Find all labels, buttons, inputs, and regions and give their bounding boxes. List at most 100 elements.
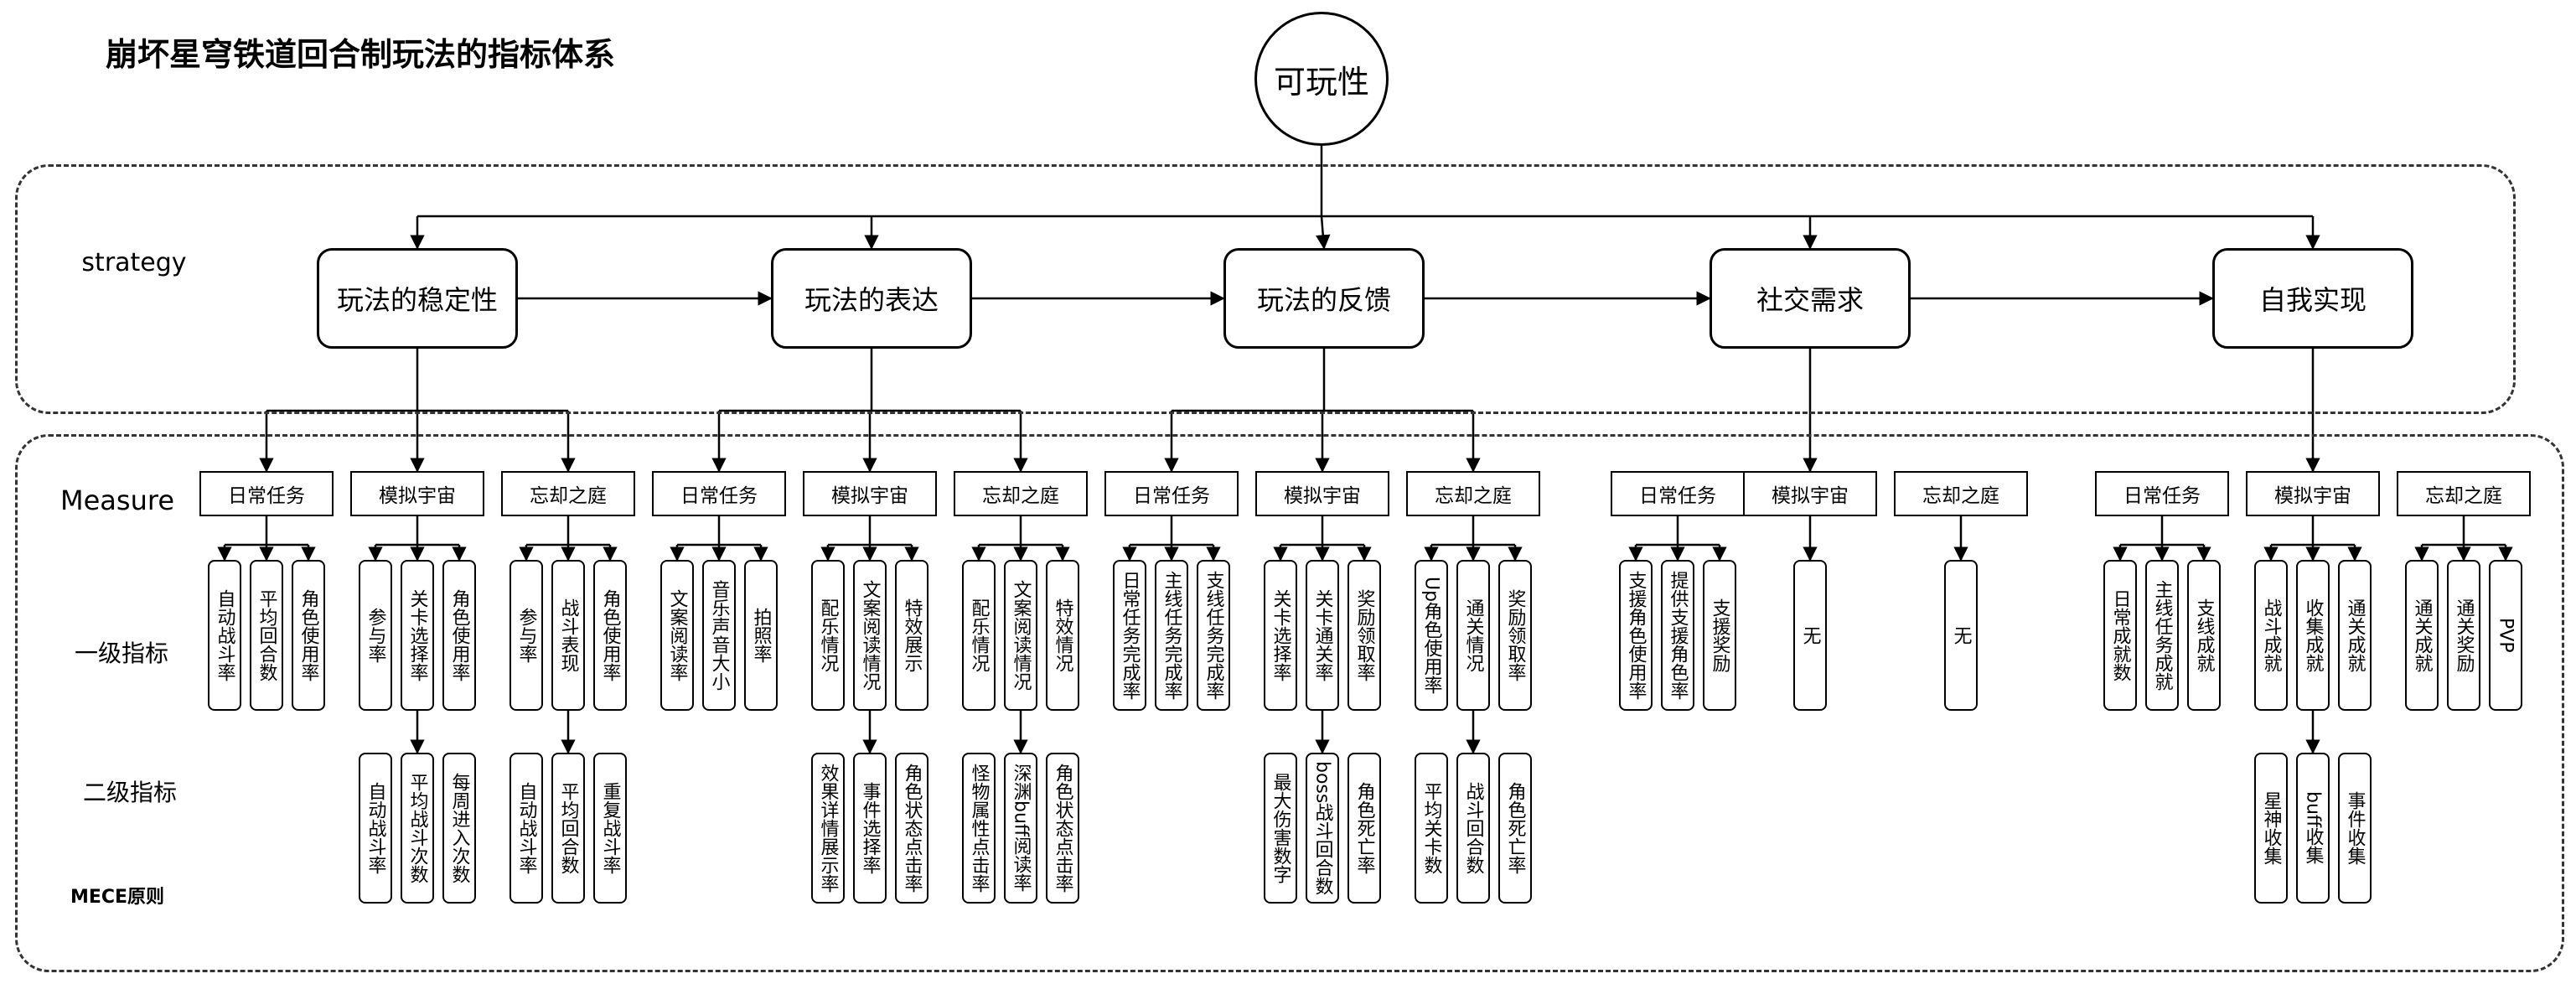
level2-indicator-text: 角色状态点击率 xyxy=(1052,764,1073,893)
level1-indicator: 配乐情况 xyxy=(962,560,996,711)
level2-indicator: buff收集 xyxy=(2296,753,2330,904)
level1-indicator: 支援角色使用率 xyxy=(1619,560,1653,711)
level1-indicator: Up角色使用率 xyxy=(1415,560,1448,711)
level2-indicator-text: 平均回合数 xyxy=(557,782,579,874)
level2-indicator: 角色状态点击率 xyxy=(895,753,928,904)
row-label-mece: MECE原则 xyxy=(70,887,165,908)
level1-indicator-text: 文案阅读率 xyxy=(666,589,688,681)
level2-indicator-text: 战斗回合数 xyxy=(1462,782,1484,874)
level1-indicator: 关卡通关率 xyxy=(1306,560,1339,711)
level1-indicator-text: PVP xyxy=(2495,618,2517,653)
measure-node: 忘却之庭 xyxy=(954,471,1088,516)
level1-indicator-text: 文案阅读情况 xyxy=(1010,580,1032,691)
strategy-node: 社交需求 xyxy=(1710,248,1911,349)
row-label-strategy: strategy xyxy=(81,248,187,277)
level1-indicator: 日常任务完成率 xyxy=(1113,560,1146,711)
level1-indicator-text: 参与率 xyxy=(515,608,537,663)
level1-indicator: 通关奖励 xyxy=(2447,560,2480,711)
measure-node: 模拟宇宙 xyxy=(2246,471,2380,516)
root-to-strategy xyxy=(1316,215,1331,250)
level2-indicator: 角色死亡率 xyxy=(1347,753,1381,904)
level2-indicator: 自动战斗率 xyxy=(510,753,543,904)
measure-node: 日常任务 xyxy=(199,471,334,516)
level1-indicator: 角色使用率 xyxy=(442,560,476,711)
level1-indicator-text: 支线任务完成率 xyxy=(1203,571,1224,700)
level1-indicator-text: 收集成就 xyxy=(2302,598,2324,672)
row-label-level1: 一级指标 xyxy=(74,640,168,667)
measure-frame xyxy=(15,434,2564,972)
level1-indicator-text: 通关成就 xyxy=(2411,598,2433,672)
level2-indicator: 战斗回合数 xyxy=(1456,753,1490,904)
level1-indicator: 平均回合数 xyxy=(250,560,283,711)
level1-indicator-text: 通关情况 xyxy=(1462,598,1484,672)
measure-node: 日常任务 xyxy=(1611,471,1745,516)
level1-indicator-text: 配乐情况 xyxy=(817,598,839,672)
level2-indicator: 事件选择率 xyxy=(853,753,887,904)
level2-indicator-text: 重复战斗率 xyxy=(599,782,621,874)
level1-indicator-text: 通关奖励 xyxy=(2453,598,2475,672)
level2-indicator-text: buff收集 xyxy=(2302,791,2324,865)
level2-indicator-text: 自动战斗率 xyxy=(515,782,537,874)
measure-node: 日常任务 xyxy=(652,471,786,516)
level1-indicator: 奖励领取率 xyxy=(1498,560,1532,711)
level2-indicator-text: 平均关卡数 xyxy=(1420,782,1442,874)
measure-node: 模拟宇宙 xyxy=(350,471,484,516)
level2-indicator-text: 角色状态点击率 xyxy=(901,764,923,893)
level1-indicator-text: 战斗表现 xyxy=(557,598,579,672)
level1-indicator: 支援奖励 xyxy=(1703,560,1736,711)
level1-indicator: 角色使用率 xyxy=(593,560,627,711)
level2-indicator: 效果详情展示率 xyxy=(811,753,845,904)
level1-indicator: 配乐情况 xyxy=(811,560,845,711)
level1-indicator: 关卡选择率 xyxy=(401,560,434,711)
level2-indicator-text: 事件选择率 xyxy=(859,782,881,874)
level1-indicator-text: 奖励领取率 xyxy=(1353,589,1375,681)
level2-indicator: 每周进入次数 xyxy=(442,753,476,904)
level1-indicator-text: 通关成就 xyxy=(2344,598,2366,672)
strategy-node: 玩法的反馈 xyxy=(1223,248,1425,349)
level2-indicator-text: 效果详情展示率 xyxy=(817,764,839,893)
level2-indicator-text: 星神收集 xyxy=(2260,791,2282,865)
level1-indicator: 音乐声音大小 xyxy=(702,560,736,711)
measure-node: 模拟宇宙 xyxy=(1255,471,1389,516)
level1-indicator: 参与率 xyxy=(510,560,543,711)
level1-indicator: 日常成就数 xyxy=(2103,560,2137,711)
level1-indicator: 通关成就 xyxy=(2405,560,2439,711)
level1-indicator: 提供支援角色率 xyxy=(1661,560,1694,711)
measure-node: 忘却之庭 xyxy=(2397,471,2531,516)
level1-indicator: 文案阅读情况 xyxy=(1004,560,1037,711)
measure-node: 忘却之庭 xyxy=(1406,471,1540,516)
measure-node: 日常任务 xyxy=(1104,471,1239,516)
level2-indicator-text: 平均战斗次数 xyxy=(406,773,428,883)
level2-indicator: 深渊buff阅读率 xyxy=(1004,753,1037,904)
level2-indicator: 事件收集 xyxy=(2338,753,2372,904)
level2-indicator: 怪物属性点击率 xyxy=(962,753,996,904)
level1-indicator: 无 xyxy=(1944,560,1978,711)
level1-indicator: 支线成就 xyxy=(2187,560,2221,711)
level1-indicator: 通关情况 xyxy=(1456,560,1490,711)
level2-indicator-text: 自动战斗率 xyxy=(365,782,386,874)
level1-indicator-text: 角色使用率 xyxy=(599,589,621,681)
level1-indicator-text: 主线任务完成率 xyxy=(1161,571,1182,700)
measure-node: 模拟宇宙 xyxy=(1743,471,1877,516)
level2-indicator: 最大伤害数字 xyxy=(1264,753,1297,904)
level1-indicator-text: 支援角色使用率 xyxy=(1625,571,1647,700)
level1-indicator-text: 战斗成就 xyxy=(2260,598,2282,672)
level1-indicator: 收集成就 xyxy=(2296,560,2330,711)
level2-indicator-text: 每周进入次数 xyxy=(448,773,470,883)
level2-indicator: 星神收集 xyxy=(2254,753,2288,904)
level1-indicator: PVP xyxy=(2489,560,2522,711)
strategy-frame xyxy=(15,164,2516,414)
level2-indicator: 角色死亡率 xyxy=(1498,753,1532,904)
level1-indicator: 通关成就 xyxy=(2338,560,2372,711)
level1-indicator-text: Up角色使用率 xyxy=(1420,576,1442,695)
level1-indicator: 战斗表现 xyxy=(551,560,585,711)
level1-indicator-text: 支援奖励 xyxy=(1709,598,1730,672)
level1-indicator-text: 日常成就数 xyxy=(2109,589,2131,681)
level1-indicator-text: 配乐情况 xyxy=(968,598,990,672)
strategy-node: 自我实现 xyxy=(2212,248,2413,349)
level1-indicator-text: 奖励领取率 xyxy=(1504,589,1526,681)
level2-indicator-text: boss战斗回合数 xyxy=(1311,760,1333,896)
level1-indicator: 自动战斗率 xyxy=(208,560,241,711)
level1-indicator: 文案阅读率 xyxy=(660,560,694,711)
level2-indicator-text: 角色死亡率 xyxy=(1353,782,1375,874)
